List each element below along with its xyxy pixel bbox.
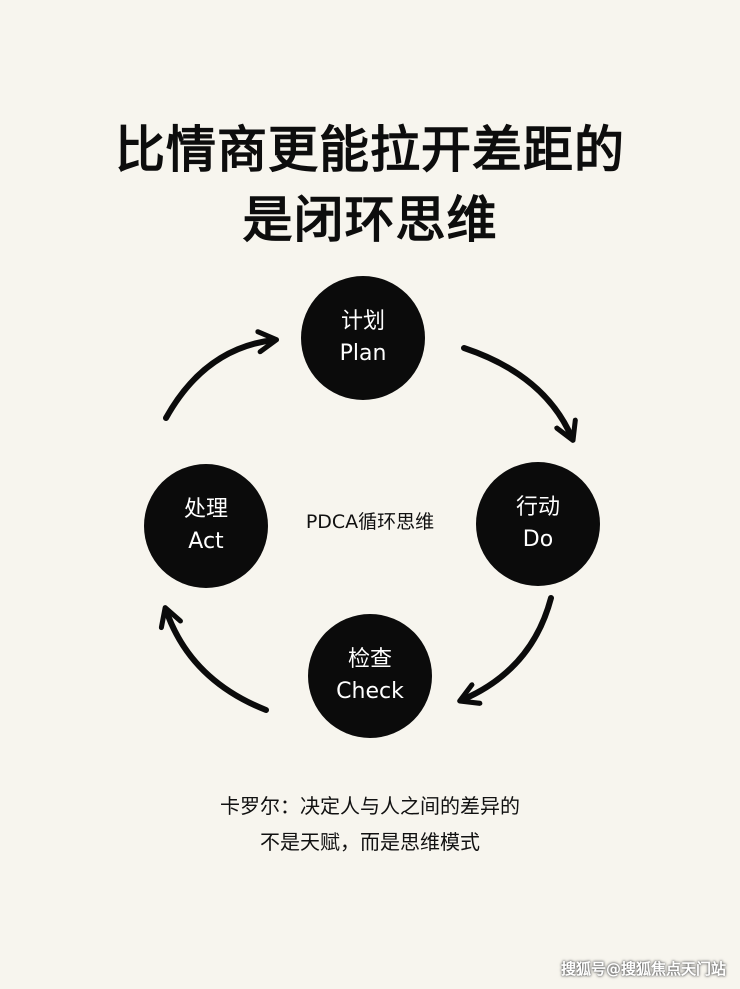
node-check-en: Check [336,679,404,704]
node-check-zh: 检查 [347,647,392,672]
node-plan-zh: 计划 [340,309,385,334]
node-plan-en: Plan [339,341,387,366]
quote-line-2: 不是天赋，而是思维模式 [260,830,480,854]
arrow-plan-to-do [461,345,578,443]
title-line-1: 比情商更能拉开差距的 [115,121,625,179]
arrow-act-to-plan [163,329,280,421]
node-do-en: Do [522,527,554,552]
node-act-zh: 处理 [183,497,228,522]
node-check: 检查 Check [308,614,432,738]
node-do: 行动 Do [476,462,600,586]
watermark-text: 搜狐号@搜狐焦点天门站 [560,960,726,978]
quote-line-1: 卡罗尔：决定人与人之间的差异的 [220,794,520,818]
node-plan: 计划 Plan [301,276,425,400]
arrow-do-to-check [457,595,554,706]
node-act-en: Act [188,529,224,554]
arrow-check-to-act [158,605,269,713]
node-act: 处理 Act [144,464,268,588]
title-line-2: 是闭环思维 [242,191,498,249]
node-do-zh: 行动 [515,495,560,520]
diagram-center-label: PDCA循环思维 [305,511,435,533]
